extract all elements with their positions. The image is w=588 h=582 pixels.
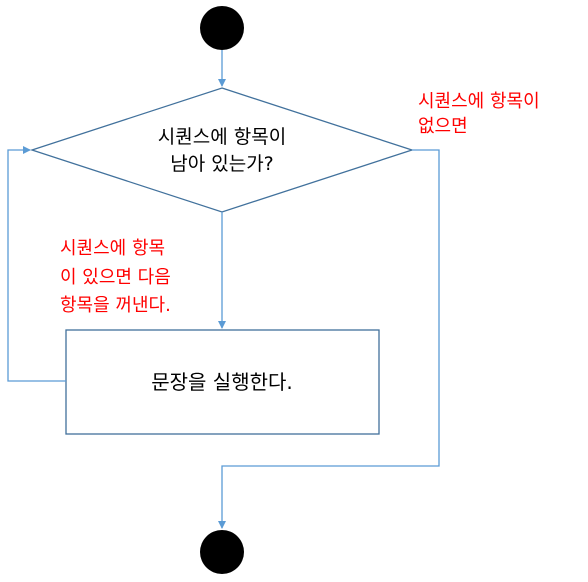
annotation-next-line1: 시퀀스에 항목 xyxy=(60,238,165,259)
decision-label-line2: 남아 있는가? xyxy=(170,153,274,175)
annotation-next-line2: 이 있으면 다음 xyxy=(60,267,171,288)
decision-node xyxy=(29,87,415,213)
decision-label-line1: 시퀀스에 항목이 xyxy=(158,126,286,148)
edge-exit xyxy=(218,149,440,529)
start-node xyxy=(200,6,244,50)
end-node xyxy=(200,530,244,574)
edge-loop-back xyxy=(7,146,66,382)
annotation-exit-line1: 시퀀스에 항목이 xyxy=(418,91,540,112)
annotation-next-line3: 항목을 꺼낸다. xyxy=(60,295,171,316)
process-node xyxy=(65,329,380,435)
process-label: 문장을 실행한다. xyxy=(151,370,293,394)
annotation-exit-line2: 없으면 xyxy=(418,116,468,137)
